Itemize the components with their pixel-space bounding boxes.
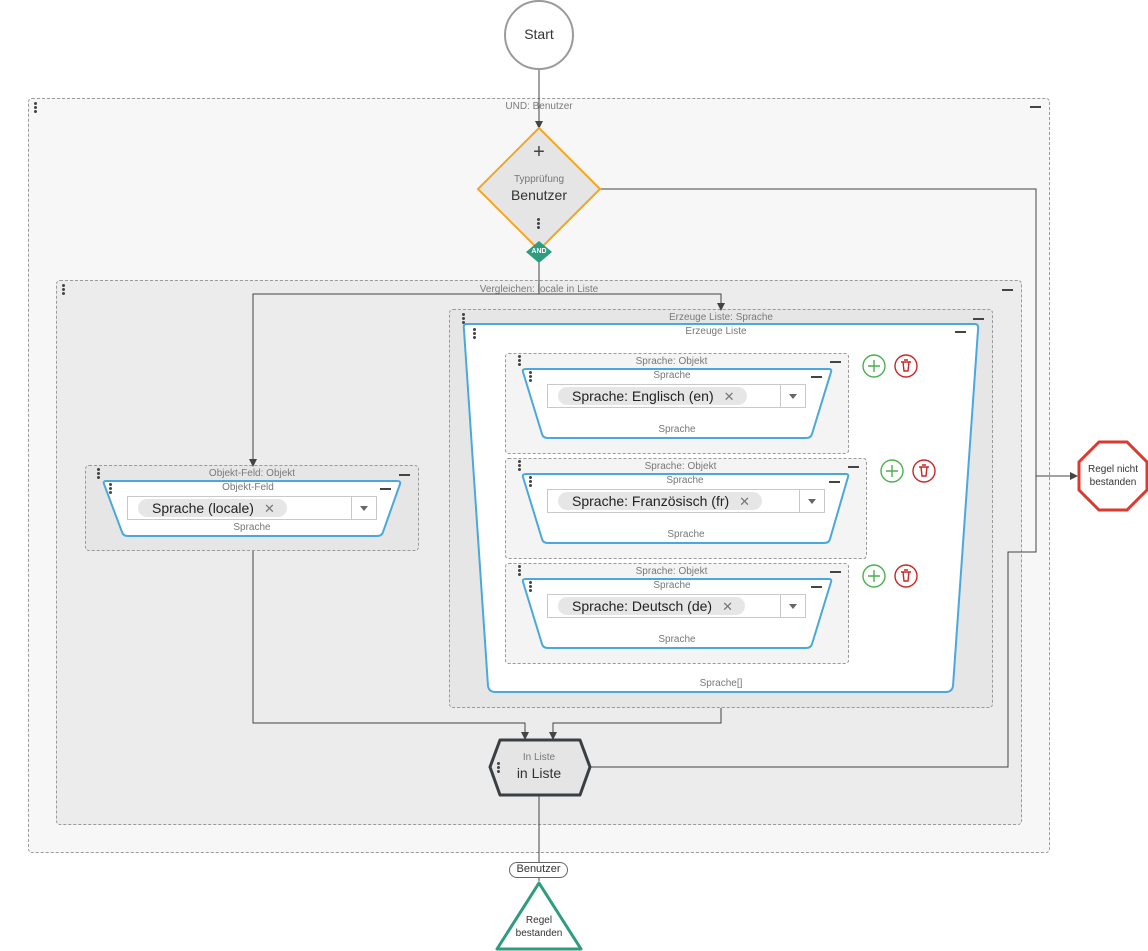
item-1-collapse-icon[interactable] bbox=[830, 361, 841, 363]
and-badge bbox=[526, 241, 552, 263]
genlist-inner-collapse-icon[interactable] bbox=[955, 331, 966, 333]
genlist-collapse-icon[interactable] bbox=[973, 318, 984, 320]
item-3-add-button[interactable] bbox=[862, 564, 886, 588]
delete-icons bbox=[894, 354, 936, 588]
edge-genlist-inliste bbox=[549, 708, 722, 740]
and-badge-label: AND bbox=[531, 248, 547, 255]
pass-label[interactable]: Regel bestanden bbox=[504, 914, 574, 940]
objfield-select[interactable]: Sprache (locale) ✕ bbox=[127, 496, 377, 520]
item-1-delete-button[interactable] bbox=[894, 354, 918, 378]
item-3-chip[interactable]: Sprache: Deutsch (de) ✕ bbox=[558, 597, 745, 615]
genlist-footer: Sprache[] bbox=[699, 678, 743, 689]
fail-label[interactable]: Regel nicht bestanden bbox=[1079, 463, 1147, 489]
item-3-chip-label: Sprache: Deutsch (de) bbox=[572, 598, 713, 614]
item-1-dropdown-icon[interactable] bbox=[780, 385, 805, 407]
inliste-hexagon bbox=[488, 738, 592, 797]
objfield-collapse-icon[interactable] bbox=[399, 474, 410, 476]
pass-label-line1: Regel bbox=[525, 915, 553, 926]
und-collapse-icon[interactable] bbox=[1030, 106, 1041, 108]
item-3-inner-menu-icon[interactable] bbox=[529, 581, 533, 593]
typecheck-plus-icon[interactable]: + bbox=[533, 141, 545, 163]
item-2-add-button[interactable] bbox=[880, 459, 904, 483]
item-1-inner-menu-icon[interactable] bbox=[529, 371, 533, 383]
edge-inliste-fail bbox=[589, 476, 1037, 768]
item-2-chip[interactable]: Sprache: Französisch (fr) ✕ bbox=[558, 492, 763, 510]
item-2-inner-menu-icon[interactable] bbox=[529, 476, 533, 488]
objfield-menu-icon[interactable] bbox=[97, 468, 101, 480]
edge-split-right bbox=[539, 293, 725, 311]
pass-label-line2: bestanden bbox=[515, 928, 563, 939]
item-1-chip-remove-icon[interactable]: ✕ bbox=[723, 389, 735, 404]
genlist-group-title: Erzeuge Liste: Sprache bbox=[669, 312, 773, 323]
item-2-inner-collapse-icon[interactable] bbox=[829, 481, 840, 483]
objfield-footer: Sprache bbox=[233, 522, 271, 533]
item-1-chip-label: Sprache: Englisch (en) bbox=[572, 388, 714, 404]
item-2-select[interactable]: Sprache: Französisch (fr) ✕ bbox=[547, 489, 825, 513]
fail-label-line2: bestanden bbox=[1089, 477, 1137, 488]
edge-objfield-inliste bbox=[252, 551, 529, 740]
objfield-chip[interactable]: Sprache (locale) ✕ bbox=[138, 499, 287, 517]
item-1-select[interactable]: Sprache: Englisch (en) ✕ bbox=[547, 384, 806, 408]
item-2-dropdown-icon[interactable] bbox=[799, 490, 824, 512]
item-3-inner-title: Sprache bbox=[653, 580, 691, 591]
item-3-inner-collapse-icon[interactable] bbox=[811, 586, 822, 588]
fail-octagon bbox=[1077, 440, 1148, 512]
item-1-group-title: Sprache: Objekt bbox=[635, 356, 708, 367]
item-2-chip-label: Sprache: Französisch (fr) bbox=[572, 493, 730, 509]
item-3-chip-remove-icon[interactable]: ✕ bbox=[722, 599, 733, 614]
start-label[interactable]: Start bbox=[524, 26, 554, 42]
objfield-dropdown-icon[interactable] bbox=[351, 497, 376, 519]
objfield-inner-collapse-icon[interactable] bbox=[380, 488, 391, 490]
item-2-footer: Sprache bbox=[667, 529, 705, 540]
compare-collapse-icon[interactable] bbox=[1002, 289, 1013, 291]
item-3-select[interactable]: Sprache: Deutsch (de) ✕ bbox=[547, 594, 806, 618]
connectors bbox=[249, 69, 1078, 881]
item-2-collapse-icon[interactable] bbox=[848, 466, 859, 468]
add-icons bbox=[862, 354, 904, 588]
item-1-add-button[interactable] bbox=[862, 354, 886, 378]
edge-typecheck-fail bbox=[600, 188, 1078, 480]
item-2-chip-remove-icon[interactable]: ✕ bbox=[739, 494, 751, 509]
genlist-inner-menu-icon[interactable] bbox=[473, 328, 477, 340]
start-node bbox=[504, 0, 574, 70]
item-2-delete-button[interactable] bbox=[912, 459, 936, 483]
item-2-group-title: Sprache: Objekt bbox=[644, 461, 717, 472]
objfield-inner-title: Objekt-Feld bbox=[222, 482, 274, 493]
item-1-inner-title: Sprache bbox=[653, 370, 691, 381]
item-1-inner-collapse-icon[interactable] bbox=[811, 376, 822, 378]
item-3-menu-icon[interactable] bbox=[518, 565, 522, 577]
item-2-menu-icon[interactable] bbox=[518, 460, 522, 472]
genlist-inner-title: Erzeuge Liste bbox=[685, 326, 747, 337]
item-1-menu-icon[interactable] bbox=[518, 355, 522, 367]
compare-menu-icon[interactable] bbox=[62, 284, 66, 296]
inliste-caption: In Liste bbox=[522, 752, 556, 763]
edge-label-text: Benutzer bbox=[516, 863, 561, 875]
typecheck-title[interactable]: Benutzer bbox=[510, 187, 568, 203]
pass-triangle bbox=[495, 881, 583, 951]
fail-label-line1: Regel nicht bbox=[1087, 464, 1139, 475]
edge-label-pill bbox=[509, 862, 568, 878]
inliste-title[interactable]: in Liste bbox=[516, 765, 562, 781]
typecheck-menu-icon[interactable] bbox=[537, 218, 541, 230]
objfield-chip-remove-icon[interactable]: ✕ bbox=[263, 501, 275, 516]
item-3-footer: Sprache bbox=[658, 634, 696, 645]
item-3-dropdown-icon[interactable] bbox=[780, 595, 805, 617]
objfield-inner-menu-icon[interactable] bbox=[109, 483, 113, 495]
inliste-menu-icon[interactable] bbox=[497, 762, 501, 774]
item-3-delete-button[interactable] bbox=[894, 564, 918, 588]
item-1-chip[interactable]: Sprache: Englisch (en) ✕ bbox=[558, 387, 747, 405]
typecheck-caption: Typprüfung bbox=[513, 174, 565, 185]
item-1-footer: Sprache bbox=[658, 424, 696, 435]
item-3-group-title: Sprache: Objekt bbox=[635, 566, 708, 577]
objfield-group-title: Objekt-Feld: Objekt bbox=[208, 468, 296, 479]
edge-split-left bbox=[249, 293, 539, 467]
item-2-inner-title: Sprache bbox=[666, 475, 704, 486]
und-menu-icon[interactable] bbox=[34, 102, 38, 114]
objfield-chip-label: Sprache (locale) bbox=[152, 500, 254, 516]
item-3-collapse-icon[interactable] bbox=[830, 571, 841, 573]
genlist-menu-icon[interactable] bbox=[462, 313, 466, 325]
